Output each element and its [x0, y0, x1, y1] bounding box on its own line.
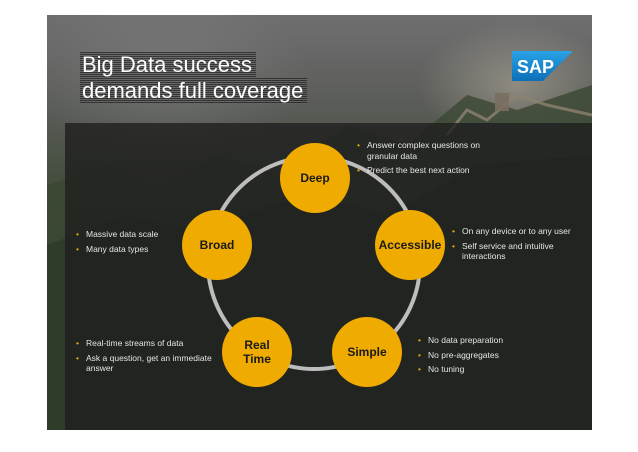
node-accessible-label: Accessible — [378, 238, 442, 252]
node-broad-label: Broad — [199, 238, 235, 252]
bullet-item: No data preparation — [418, 335, 538, 346]
node-broad: Broad — [182, 210, 252, 280]
bullet-item: No tuning — [418, 364, 538, 375]
node-accessible: Accessible — [375, 210, 445, 280]
node-real-time-line-1: Real — [244, 338, 270, 352]
bullet-item: Real-time streams of data — [76, 338, 226, 349]
bullet-item: Self service and intuitive interactions — [452, 241, 572, 262]
node-simple: Simple — [332, 317, 402, 387]
slide-title: Big Data success demands full coverage — [80, 52, 307, 104]
bullet-item: On any device or to any user — [452, 226, 572, 237]
node-deep-label: Deep — [300, 171, 330, 185]
svg-text:SAP: SAP — [517, 57, 554, 77]
node-real-time: Real Time — [222, 317, 292, 387]
node-simple-label: Simple — [347, 345, 387, 359]
bullet-item: No pre-aggregates — [418, 350, 538, 361]
bullet-item: Answer complex questions on granular dat… — [357, 140, 482, 161]
node-real-time-line-2: Time — [243, 352, 271, 366]
sap-logo: SAP — [512, 51, 573, 81]
bullets-broad: Massive data scale Many data types — [76, 229, 186, 258]
bullets-real-time: Real-time streams of data Ask a question… — [76, 338, 226, 378]
title-line-2: demands full coverage — [80, 78, 307, 104]
bullets-simple: No data preparation No pre-aggregates No… — [418, 335, 538, 379]
bullet-item: Predict the best next action — [357, 165, 482, 176]
bullet-item: Massive data scale — [76, 229, 186, 240]
bullet-item: Many data types — [76, 244, 186, 255]
bullets-accessible: On any device or to any user Self servic… — [452, 226, 572, 266]
title-line-1: Big Data success — [80, 52, 256, 78]
bullets-deep: Answer complex questions on granular dat… — [357, 140, 482, 180]
bullet-item: Ask a question, get an immediate answer — [76, 353, 226, 374]
node-deep: Deep — [280, 143, 350, 213]
